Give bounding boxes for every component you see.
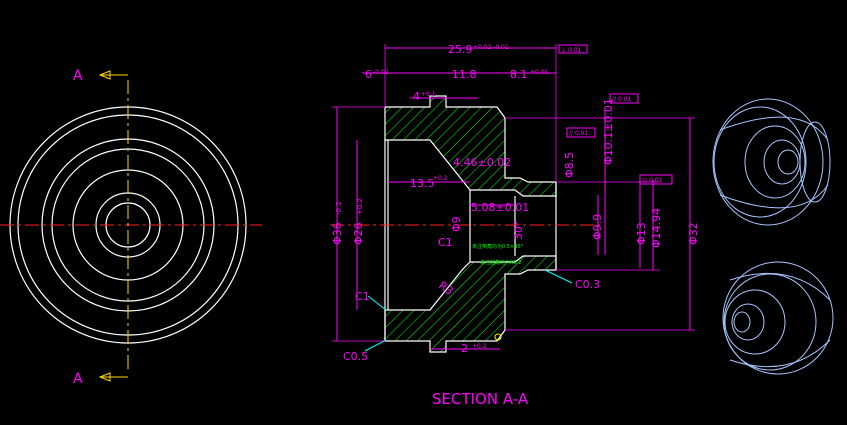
dim-135: 13.5 (410, 177, 435, 190)
svg-text:⊥ 0.01: ⊥ 0.01 (561, 47, 582, 54)
dim-phi101: Φ10.1±0.01 (602, 98, 615, 165)
dim-phi32: Φ32 (687, 222, 700, 245)
dim-groove-4: 4 (413, 90, 420, 103)
section-view (330, 95, 600, 353)
section-arrow-bottom (98, 372, 111, 382)
dim-c03: C0.3 (575, 278, 600, 291)
svg-text:+0.2: +0.2 (356, 198, 364, 215)
svg-text:+0.05: +0.05 (530, 69, 549, 76)
iso-view-bottom (722, 261, 834, 375)
datum-marker (494, 333, 502, 341)
svg-text:+0.1: +0.1 (421, 91, 436, 98)
svg-text:+0.2: +0.2 (472, 343, 487, 350)
svg-text:-0.02: -0.02 (373, 69, 389, 76)
dim-groove-2: 2 (461, 342, 468, 355)
tol-box-3 (566, 127, 596, 138)
dim-81: 8.1 (510, 68, 528, 81)
dim-phi26: Φ26 (352, 222, 365, 245)
dim-c05: C0.5 (343, 350, 368, 363)
dim-c1-outer: C1 (355, 290, 370, 303)
front-view: A A (0, 68, 262, 387)
section-label-bottom: A (73, 371, 83, 387)
dim-overall: 25.9 (448, 43, 473, 56)
tol-box-1 (558, 44, 588, 54)
svg-text:// 0.01: // 0.01 (612, 96, 631, 103)
dim-118: 11.8 (452, 68, 477, 81)
dim-phi13: Φ13 (635, 222, 648, 245)
hatch-top (384, 95, 557, 197)
note-2: 未注圆角均为R0.2 (480, 259, 521, 266)
svg-text:+0.2: +0.2 (433, 175, 448, 182)
dim-30deg: 30° (512, 221, 525, 241)
section-title: SECTION A-A (432, 390, 529, 408)
dim-phi36: Φ36 (331, 222, 344, 245)
dim-overall-tol: +0.02 -0.01 (473, 44, 509, 51)
section-arrow-top (98, 70, 111, 80)
dim-c1-inner: C1 (438, 236, 453, 249)
iso-view-top (712, 98, 831, 226)
svg-text:◎ 0.01: ◎ 0.01 (642, 177, 663, 184)
note-1: 未注倒角均为0.5×45° (472, 243, 524, 250)
dim-phi1494: Φ14.94 (650, 208, 663, 248)
section-label-top: A (73, 68, 83, 84)
dim-6: 6 (365, 68, 372, 81)
dim-446: 4.46±0.02 (453, 156, 511, 169)
hatch-bottom (384, 255, 557, 353)
svg-text:-0.2: -0.2 (335, 201, 343, 215)
tol-box-4 (639, 174, 673, 185)
dim-phi85: Φ8.5 (563, 152, 576, 178)
svg-text:// 0.01: // 0.01 (569, 130, 588, 137)
dim-508: 5.08±0.01 (471, 201, 529, 214)
dim-phi9: Φ9 (450, 216, 463, 232)
tol-box-2 (609, 93, 639, 104)
